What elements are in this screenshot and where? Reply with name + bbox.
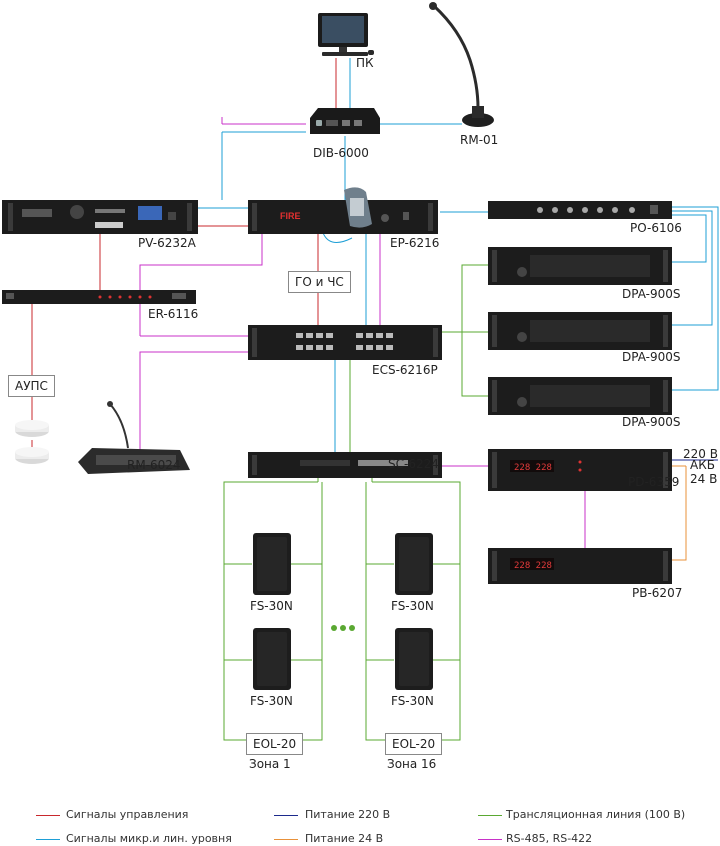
label-rm-01: RM-01 <box>460 133 499 147</box>
label-ecs-6216p: ECS-6216P <box>372 363 438 377</box>
legend-swatch-power220 <box>274 815 298 816</box>
label-po-6106: PO-6106 <box>630 221 682 235</box>
legend-item-audio: Сигналы микр.и лин. уровня <box>66 832 232 845</box>
po-6106-device <box>488 201 672 219</box>
pb-display-text: 228 228 <box>514 561 552 571</box>
label-fs-30n-4: FS-30N <box>391 694 434 708</box>
dpa-900s-device-3 <box>488 377 672 415</box>
rm-6024-device <box>78 401 190 474</box>
legend-swatch-rs485 <box>478 839 502 840</box>
ellipsis-dot <box>349 625 355 631</box>
legend-item-rs485: RS-485, RS-422 <box>506 832 593 845</box>
pv-6232a-device <box>2 200 198 234</box>
label-fs-30n-3: FS-30N <box>391 599 434 613</box>
label-go-chs: ГО и ЧС <box>288 271 351 293</box>
speaker-icon-4 <box>395 628 433 690</box>
label-pc: ПК <box>356 56 374 70</box>
label-dpa-900s-1: DPA-900S <box>622 287 681 301</box>
er-6116-device <box>2 290 196 304</box>
ellipsis-dot <box>340 625 346 631</box>
label-eol-20-1: EOL-20 <box>246 733 304 755</box>
label-dpa-900s-3: DPA-900S <box>622 415 681 429</box>
label-fs-30n-1: FS-30N <box>250 599 293 613</box>
smoke-detector-icon-2 <box>15 447 49 464</box>
label-dpa-900s-2: DPA-900S <box>622 350 681 364</box>
legend-swatch-power24 <box>274 839 298 840</box>
legend-item-control: Сигналы управления <box>66 808 189 821</box>
legend-swatch-audio <box>36 839 60 840</box>
handset-mic-icon <box>344 187 372 228</box>
legend-swatch-control <box>36 815 60 816</box>
ellipsis-dot <box>331 625 337 631</box>
dib-6000-device <box>310 108 380 134</box>
label-sc-6224: SC-6224 <box>388 457 439 471</box>
pd-display-text: 228 228 <box>514 463 552 473</box>
gooseneck-mic-icon <box>429 2 494 127</box>
ep-6216-device: FIRE <box>248 200 438 234</box>
sc-6224-device <box>248 452 442 478</box>
speaker-icon-2 <box>253 628 291 690</box>
ecs-6216p-device <box>248 325 442 360</box>
ep-fire-text: FIRE <box>280 211 301 221</box>
legend-item-power220: Питание 220 В <box>305 808 391 821</box>
dpa-900s-device-2 <box>488 312 672 350</box>
label-220v: 220 В <box>683 447 718 461</box>
label-aups: АУПС <box>8 375 55 397</box>
label-zone-1: Зона 1 <box>249 757 291 771</box>
pc-monitor-icon <box>318 13 374 56</box>
label-akb: АКБ <box>690 458 715 472</box>
speaker-icon-1 <box>253 533 291 595</box>
label-ep-6216: EP-6216 <box>390 236 440 250</box>
label-eol-20-2: EOL-20 <box>385 733 443 755</box>
label-pd-6359: PD-6359 <box>628 475 680 489</box>
label-er-6116: ER-6116 <box>148 307 199 321</box>
dpa-900s-device-1 <box>488 247 672 285</box>
label-24v: 24 В <box>690 472 718 486</box>
label-dib-6000: DIB-6000 <box>313 146 369 160</box>
label-rm-6024: RM-6024 <box>127 458 181 472</box>
speaker-icon-3 <box>395 533 433 595</box>
pd-6359-device: 228 228 <box>488 449 672 491</box>
label-zone-16: Зона 16 <box>387 757 437 771</box>
label-pv-6232a: PV-6232A <box>138 236 196 250</box>
label-fs-30n-2: FS-30N <box>250 694 293 708</box>
legend-swatch-line100 <box>478 815 502 816</box>
legend-item-line100: Трансляционная линия (100 В) <box>506 808 686 821</box>
legend-item-power24: Питание 24 В <box>305 832 384 845</box>
smoke-detector-icon-1 <box>15 420 49 437</box>
pb-6207-device: 228 228 <box>488 548 672 584</box>
label-pb-6207: PB-6207 <box>632 586 683 600</box>
